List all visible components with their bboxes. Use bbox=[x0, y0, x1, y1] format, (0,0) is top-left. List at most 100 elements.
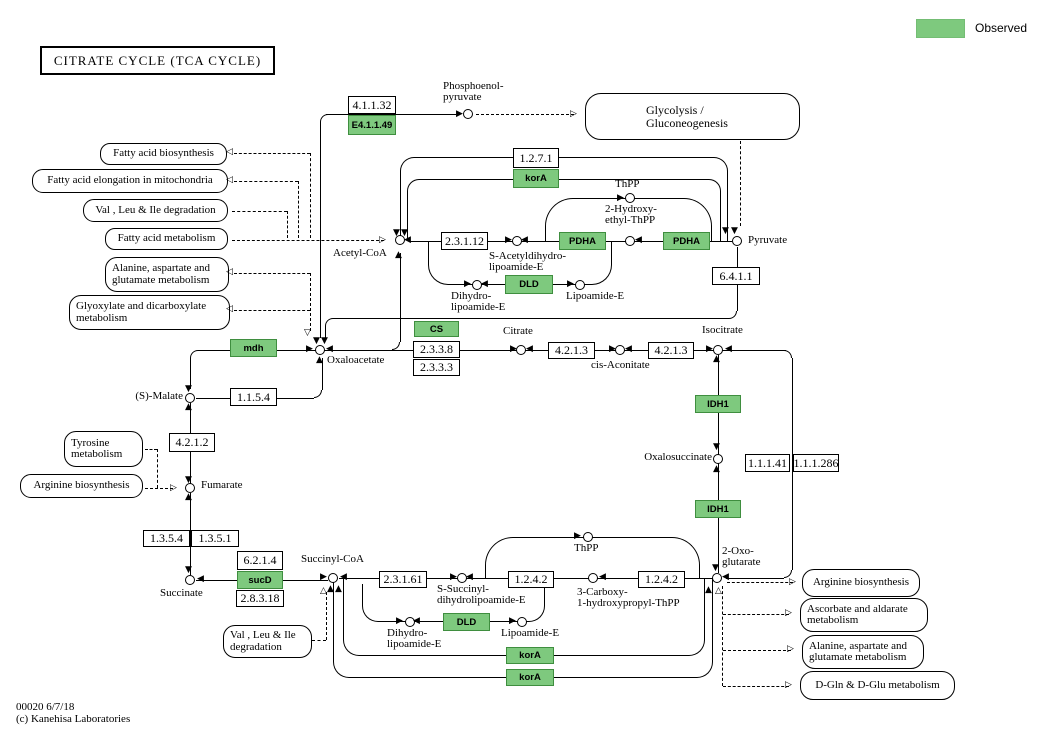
metabolite-label-line: Dihydro- bbox=[387, 627, 428, 639]
gene-box-dld_bottom[interactable]: DLD bbox=[443, 613, 490, 631]
metabolite-node-carboxy_thpp[interactable] bbox=[588, 573, 598, 583]
metabolite-node-oxalosuccinate[interactable] bbox=[713, 454, 723, 464]
enzyme-box-ec_1_1_1_286[interactable]: 1.1.1.286 bbox=[793, 454, 839, 472]
metabolite-label-line: cis-Aconitate bbox=[591, 359, 650, 371]
reaction-arrowhead: ▼ bbox=[401, 228, 408, 238]
enzyme-box-ec_4_2_1_3_a[interactable]: 4.2.1.3 bbox=[548, 342, 595, 359]
metabolite-node-fumarate[interactable] bbox=[185, 483, 195, 493]
reaction-arrowhead: ▷ bbox=[787, 644, 794, 654]
reaction-arrowhead: ▶ bbox=[396, 616, 403, 626]
enzyme-box-ec_1_1_1_41[interactable]: 1.1.1.41 bbox=[745, 454, 790, 472]
enzyme-box-ec_2_3_1_12[interactable]: 2.3.1.12 bbox=[441, 232, 488, 250]
reaction-arrowhead: ◁ bbox=[226, 175, 233, 185]
metabolite-label-pyruvate: Pyruvate bbox=[748, 235, 787, 246]
pathway-box-fatty_acid_metab[interactable]: Fatty acid metabolism bbox=[105, 228, 228, 250]
metabolite-node-succinyl_coa[interactable] bbox=[328, 573, 338, 583]
pathway-box-fatty_acid_biosyn[interactable]: Fatty acid biosynthesis bbox=[100, 143, 227, 165]
gene-box-idh1_top[interactable]: IDH1 bbox=[695, 395, 741, 413]
enzyme-box-ec_1_3_5_4[interactable]: 1.3.5.4 bbox=[143, 530, 190, 547]
pathway-box-fatty_acid_elong[interactable]: Fatty acid elongation in mitochondria bbox=[32, 169, 228, 193]
metabolite-node-thpp_bottom[interactable] bbox=[583, 532, 593, 542]
gene-box-dld_top[interactable]: DLD bbox=[505, 275, 553, 294]
metabolite-node-citrate[interactable] bbox=[516, 345, 526, 355]
enzyme-box-ec_1_2_4_2_a[interactable]: 1.2.4.2 bbox=[508, 571, 554, 588]
metabolite-node-thpp_top[interactable] bbox=[625, 193, 635, 203]
metabolite-node-dihydrolip_top[interactable] bbox=[472, 280, 482, 290]
gene-box-idh1_bottom[interactable]: IDH1 bbox=[695, 500, 741, 518]
metabolite-label-line: Pyruvate bbox=[748, 234, 788, 246]
gene-box-kora_top[interactable]: korA bbox=[513, 169, 559, 188]
reaction-arrowhead: ▶ bbox=[450, 572, 457, 582]
metabolite-label-line: Citrate bbox=[503, 325, 533, 337]
metabolite-label-pep: Phosphoenol-pyruvate bbox=[443, 81, 504, 103]
reaction-arrowhead: ◁ bbox=[226, 267, 233, 277]
enzyme-box-ec_6_4_1_1[interactable]: 6.4.1.1 bbox=[712, 267, 760, 285]
gene-box-mdh[interactable]: mdh bbox=[230, 339, 277, 357]
metabolite-node-pep[interactable] bbox=[463, 109, 473, 119]
enzyme-box-ec_6_2_1_4[interactable]: 6.2.1.4 bbox=[237, 551, 283, 570]
pathway-box-val_leu_ile_top[interactable]: Val , Leu & Ile degradation bbox=[83, 199, 228, 222]
metabolite-node-malate[interactable] bbox=[185, 393, 195, 403]
dashed-link-line bbox=[312, 640, 326, 641]
line-corner bbox=[190, 350, 198, 358]
reaction-arrowhead: ▶ bbox=[509, 616, 516, 626]
metabolite-label-line: ethyl-ThPP bbox=[605, 214, 656, 226]
metabolite-node-hydroxyethyl_thpp[interactable] bbox=[625, 236, 635, 246]
enzyme-box-ec_1_2_7_1[interactable]: 1.2.7.1 bbox=[513, 148, 559, 168]
gene-box-cs[interactable]: CS bbox=[414, 321, 459, 337]
enzyme-box-ec_4_2_1_3_b[interactable]: 4.2.1.3 bbox=[648, 342, 694, 359]
metabolite-node-dihydrolip_bot[interactable] bbox=[405, 617, 415, 627]
pathway-box-label: degradation bbox=[230, 640, 282, 653]
gene-box-e_4_1_1_49[interactable]: E4.1.1.49 bbox=[348, 115, 396, 135]
enzyme-box-ec_2_3_3_3[interactable]: 2.3.3.3 bbox=[413, 359, 460, 376]
pathway-box-d_gln_d_glu[interactable]: D-Gln & D-Glu metabolism bbox=[800, 671, 955, 700]
metabolite-node-s_acetyl_dhl[interactable] bbox=[512, 236, 522, 246]
gene-box-pdha_right[interactable]: PDHA bbox=[663, 232, 710, 250]
gene-box-kora_bottom[interactable]: korA bbox=[506, 669, 554, 686]
pathway-box-arginine_right[interactable]: Arginine biosynthesis bbox=[802, 569, 920, 597]
enzyme-box-ec_2_3_1_61[interactable]: 2.3.1.61 bbox=[379, 571, 427, 588]
reaction-arrowhead: ◀ bbox=[466, 572, 473, 582]
pathway-box-arginine_left[interactable]: Arginine biosynthesis bbox=[20, 474, 143, 498]
gene-box-sucd[interactable]: sucD bbox=[237, 571, 283, 589]
gene-box-kora_mid[interactable]: korA bbox=[506, 647, 554, 664]
enzyme-box-ec_2_8_3_18[interactable]: 2.8.3.18 bbox=[236, 590, 284, 607]
enzyme-box-ec_1_1_5_4[interactable]: 1.1.5.4 bbox=[230, 388, 277, 406]
gene-box-pdha_left[interactable]: PDHA bbox=[559, 232, 606, 250]
pathway-box-glycolysis[interactable]: Glycolysis /Gluconeogenesis bbox=[585, 93, 800, 140]
metabolite-label-line: S-Acetyldihydro- bbox=[489, 250, 566, 262]
metabolite-node-succinate[interactable] bbox=[185, 575, 195, 585]
enzyme-box-ec_4_1_1_32[interactable]: 4.1.1.32 bbox=[348, 96, 396, 114]
metabolite-node-pyruvate[interactable] bbox=[732, 236, 742, 246]
metabolite-node-oxoglutarate[interactable] bbox=[712, 573, 722, 583]
metabolite-node-isocitrate[interactable] bbox=[713, 345, 723, 355]
connector-line bbox=[198, 350, 786, 351]
metabolite-node-lipoamide_bot[interactable] bbox=[517, 617, 527, 627]
reaction-arrowhead: ▽ bbox=[304, 328, 311, 338]
connector-line bbox=[322, 358, 323, 390]
reaction-arrowhead: ▼ bbox=[313, 336, 320, 346]
metabolite-node-oxaloacetate[interactable] bbox=[315, 345, 325, 355]
connector-line bbox=[326, 114, 456, 115]
dashed-link-line bbox=[326, 592, 327, 640]
metabolite-node-cis_aconitate[interactable] bbox=[615, 345, 625, 355]
enzyme-box-ec_4_2_1_2[interactable]: 4.2.1.2 bbox=[169, 433, 215, 452]
metabolite-node-s_succinyl_dhl[interactable] bbox=[457, 573, 467, 583]
dashed-link-line bbox=[310, 153, 311, 238]
enzyme-box-ec_1_2_4_2_b[interactable]: 1.2.4.2 bbox=[638, 571, 685, 588]
reaction-arrowhead: ◀ bbox=[340, 572, 347, 582]
enzyme-box-ec_2_3_3_8[interactable]: 2.3.3.8 bbox=[413, 341, 460, 358]
enzyme-box-ec_1_3_5_1[interactable]: 1.3.5.1 bbox=[191, 530, 239, 547]
dashed-link-line bbox=[727, 582, 793, 583]
pathway-box-label: Gluconeogenesis bbox=[646, 115, 728, 130]
pathway-box-label: Val , Leu & Ile bbox=[230, 629, 296, 641]
metabolite-node-lipoamide_top[interactable] bbox=[575, 280, 585, 290]
metabolite-label-line: dihydrolipoamide-E bbox=[437, 594, 526, 606]
metabolite-node-acetyl_coa[interactable] bbox=[395, 235, 405, 245]
